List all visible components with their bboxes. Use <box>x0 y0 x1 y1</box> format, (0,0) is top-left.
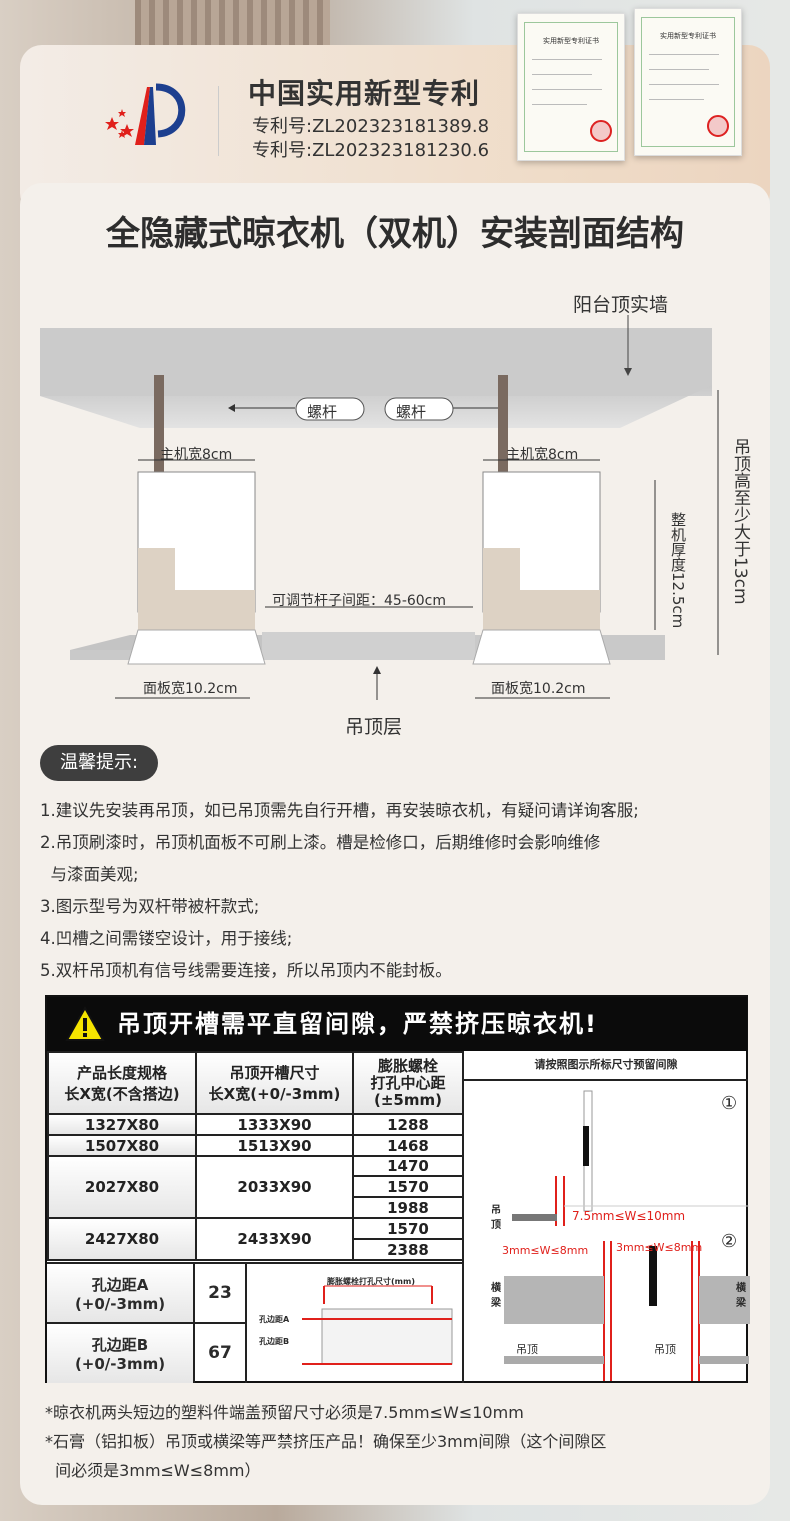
warning-banner: 吊顶开槽需平直留间隙，严禁挤压晾衣机! <box>47 997 747 1051</box>
edge-b-value: 67 <box>195 1324 247 1383</box>
wall-label: 阳台顶实墙 <box>573 294 669 316</box>
step-2-marker: ② <box>721 1231 738 1252</box>
step-1-marker: ① <box>721 1093 738 1114</box>
mini-a-label: 孔边距A <box>259 1315 290 1324</box>
tips-badge: 温馨提示: <box>40 745 158 781</box>
slot-size-table: 吊顶开槽需平直留间隙，严禁挤压晾衣机! 产品长度规格 长X宽(不含搭边)吊顶开槽… <box>45 995 750 1383</box>
size-table: 产品长度规格 长X宽(不含搭边)吊顶开槽尺寸 长X宽(+0/-3mm)膨胀螺栓 … <box>47 1051 464 1261</box>
mini-title: 膨胀螺栓打孔尺寸(mm) <box>327 1277 415 1286</box>
ceiling-height-label: 吊顶高至少大于13cm <box>730 438 750 605</box>
edge-a-label: 孔边距A (+0/-3mm) <box>47 1264 195 1324</box>
thickness-label: 整机厚度12.5cm <box>669 512 687 629</box>
ceiling-label: 吊顶 <box>516 1343 538 1356</box>
tip-item: 与漆面美观; <box>40 865 139 884</box>
beam-label: 横梁 <box>736 1283 746 1309</box>
concrete-slab <box>40 328 712 396</box>
rod-label: 螺杆 <box>307 403 338 421</box>
gap-header: 请按照图示所标尺寸预留间隙 <box>464 1051 748 1081</box>
patent-logo-icon <box>105 83 186 145</box>
tip-item: 2.吊顶刷漆时，吊顶机面板不可刷上漆。槽是检修口，后期维修时会影响维修 <box>40 833 601 852</box>
footnote: 间必须是3mm≤W≤8mm） <box>45 1461 261 1480</box>
gap-label: 3mm≤W≤8mm <box>616 1241 703 1254</box>
slab-underside <box>40 385 712 428</box>
patent-title: 中国实用新型专利 <box>248 77 481 110</box>
gap-diagram <box>504 1090 750 1381</box>
installation-diagram <box>40 315 719 700</box>
host-width-label: 主机宽8cm <box>160 447 233 463</box>
mini-b-label: 孔边距B <box>259 1337 290 1346</box>
warning-icon <box>65 1006 105 1041</box>
tip-item: 3.图示型号为双杆带被杆款式; <box>40 897 260 916</box>
host-width-label: 主机宽8cm <box>506 447 579 463</box>
edge-a-value: 23 <box>195 1264 247 1324</box>
patent-certificate: 实用新型专利证书 <box>517 13 625 161</box>
footnotes: *晾衣机两头短边的塑料件端盖预留尺寸必须是7.5mm≤W≤10mm *石膏（铝扣… <box>45 1398 606 1485</box>
tips-list: 1.建议先安装再吊顶，如已吊顶需先自行开槽，再安装晾衣机，有疑问请详询客服; 2… <box>40 795 639 987</box>
tip-item: 1.建议先安装再吊顶，如已吊顶需先自行开槽，再安装晾衣机，有疑问请详询客服; <box>40 801 639 820</box>
hole-distance-sketch <box>302 1285 453 1365</box>
tip-item: 5.双杆吊顶机有信号线需要连接，所以吊顶内不能封板。 <box>40 961 452 980</box>
threaded-rod <box>498 375 508 493</box>
panel-width-label: 面板宽10.2cm <box>491 681 586 697</box>
gap-label: 3mm≤W≤8mm <box>502 1244 589 1257</box>
footnote: *晾衣机两头短边的塑料件端盖预留尺寸必须是7.5mm≤W≤10mm <box>45 1403 524 1422</box>
patent-number: 专利号:ZL202323181389.8 <box>252 116 490 137</box>
ceiling-label: 吊顶 <box>654 1343 676 1356</box>
ceiling-label: 吊顶 <box>491 1205 501 1231</box>
curtain-photo <box>135 0 330 45</box>
spacing-label: 可调节杆子间距：45-60cm <box>272 593 447 609</box>
ceiling-layer-label: 吊顶层 <box>345 716 403 738</box>
page-title: 全隐藏式晾衣机（双机）安装剖面结构 <box>106 214 684 254</box>
beam-label: 横梁 <box>491 1283 501 1309</box>
edge-b-label: 孔边距B (+0/-3mm) <box>47 1324 195 1383</box>
tip-item: 4.凹槽之间需镂空设计，用于接线; <box>40 929 293 948</box>
footnote: *石膏（铝扣板）吊顶或横梁等严禁挤压产品！确保至少3mm间隙（这个间隙区 <box>45 1432 607 1451</box>
patent-number: 专利号:ZL202323181230.6 <box>252 140 490 161</box>
rod-label: 螺杆 <box>396 403 427 421</box>
threaded-rod <box>154 375 164 493</box>
gap-label: 7.5mm≤W≤10mm <box>572 1209 686 1223</box>
panel-width-label: 面板宽10.2cm <box>143 681 238 697</box>
patent-certificate: 实用新型专利证书 <box>634 8 742 156</box>
divider <box>218 86 219 156</box>
